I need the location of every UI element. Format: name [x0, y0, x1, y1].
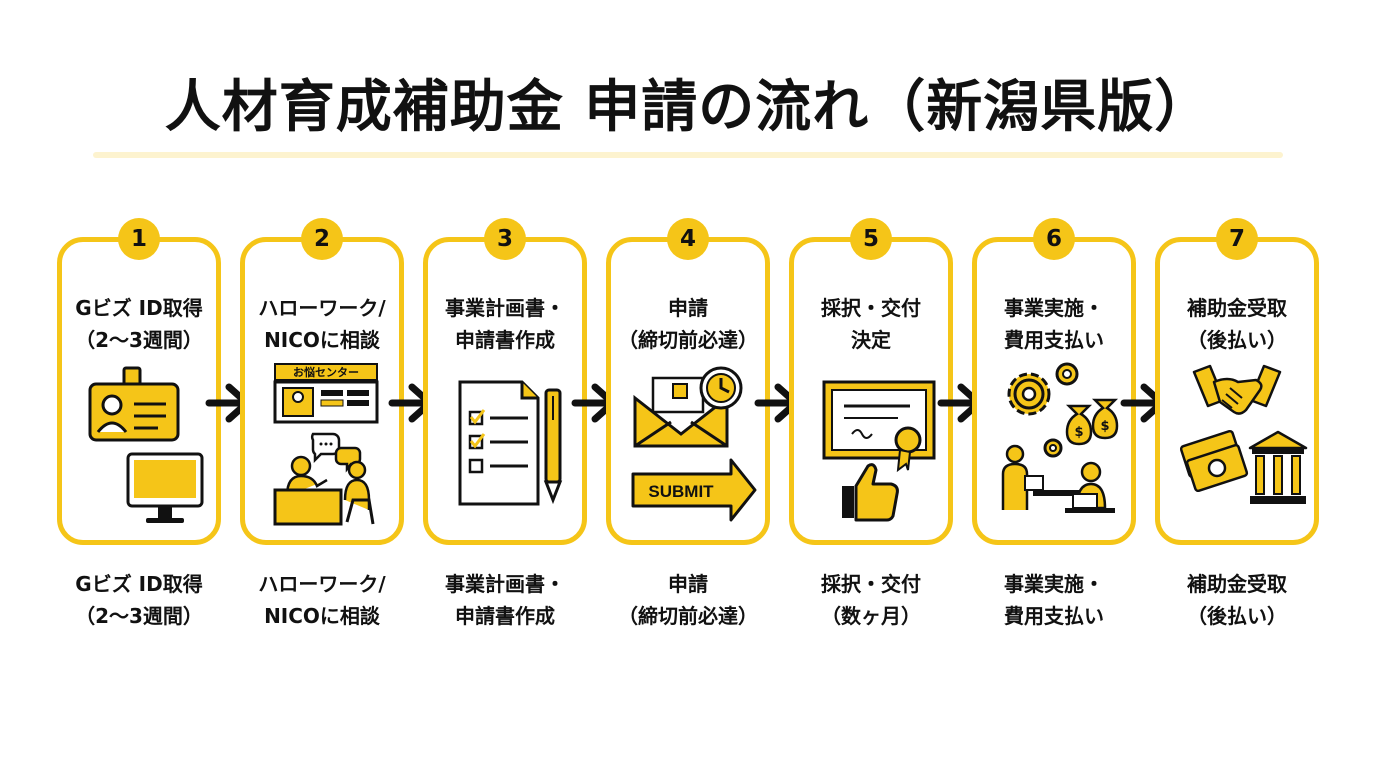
step-4-badge: 4: [667, 218, 709, 260]
step-1-label: Gビズ ID取得 （2〜3週間）: [75, 296, 203, 352]
id-card-icon: [88, 366, 180, 442]
cash-icon: [1179, 429, 1249, 493]
step-6-caption: 事業実施・ 費用支払い: [1004, 572, 1104, 628]
step-card-3: 事業計画書・ 申請書作成: [423, 237, 587, 545]
svg-text:$: $: [1100, 419, 1109, 434]
step-1-caption: Gビズ ID取得 （2〜3週間）: [75, 572, 203, 628]
money-bags-icon: $ $: [1065, 398, 1119, 446]
step-2-badge: 2: [301, 218, 343, 260]
monitor-icon: [126, 452, 204, 523]
help-center-sign-icon: お悩センター: [273, 363, 379, 424]
submit-arrow-icon: SUBMIT: [631, 458, 757, 522]
svg-text:SUBMIT: SUBMIT: [648, 482, 714, 501]
consultation-icon: [273, 432, 375, 526]
step-1-badge: 1: [118, 218, 160, 260]
gears-icon: [1007, 362, 1079, 458]
handshake-icon: [1192, 364, 1282, 415]
page-title: 人材育成補助金 申請の流れ（新潟県版）: [164, 75, 1212, 140]
step-5-label: 採択・交付 決定: [821, 296, 921, 352]
step-4-label: 申請 （締切前必達）: [618, 296, 758, 352]
step-7-caption: 補助金受取 （後払い）: [1187, 572, 1287, 628]
svg-text:$: $: [1074, 425, 1083, 440]
step-5-badge: 5: [850, 218, 892, 260]
step-card-6: 事業実施・ 費用支払い $ $: [972, 237, 1136, 545]
certificate-icon: [822, 380, 936, 473]
workers-icon: [1001, 444, 1115, 513]
step-card-5: 採択・交付 決定: [789, 237, 953, 545]
svg-text:お悩センター: お悩センター: [293, 365, 359, 379]
step-2-label: ハローワーク/ NICOに相談: [258, 296, 386, 352]
pen-icon: [543, 388, 563, 505]
step-6-badge: 6: [1033, 218, 1075, 260]
checklist-document-icon: [458, 380, 540, 506]
step-card-7: 補助金受取 （後払い）: [1155, 237, 1319, 545]
step-3-badge: 3: [484, 218, 526, 260]
step-3-caption: 事業計画書・ 申請書作成: [445, 572, 565, 628]
envelope-icon: [633, 376, 729, 448]
step-7-label: 補助金受取 （後払い）: [1187, 296, 1287, 352]
step-3-label: 事業計画書・ 申請書作成: [445, 296, 565, 352]
step-card-4: 申請 （締切前必達） SUBMIT: [606, 237, 770, 545]
bank-icon: [1248, 430, 1308, 504]
step-7-badge: 7: [1216, 218, 1258, 260]
clock-icon: [699, 366, 743, 410]
step-card-2: ハローワーク/ NICOに相談 お悩センター: [240, 237, 404, 545]
step-5-caption: 採択・交付 （数ヶ月）: [821, 572, 921, 628]
step-6-label: 事業実施・ 費用支払い: [1004, 296, 1104, 352]
thumbs-up-icon: [842, 463, 899, 522]
step-4-caption: 申請 （締切前必達）: [618, 572, 758, 628]
title-underline: [93, 152, 1283, 158]
step-2-caption: ハローワーク/ NICOに相談: [258, 572, 386, 628]
step-card-1: Gビズ ID取得 （2〜3週間）: [57, 237, 221, 545]
